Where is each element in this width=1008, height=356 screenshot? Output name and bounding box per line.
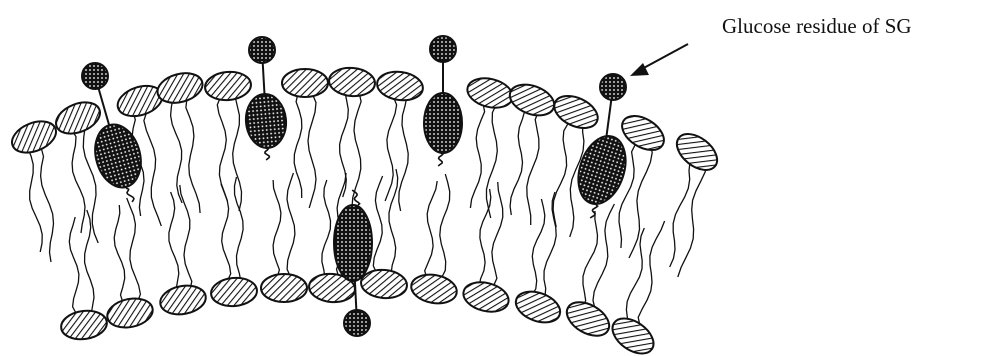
lipid-head: [282, 69, 328, 97]
lipid-tail: [399, 96, 408, 211]
lipid-tail: [340, 92, 349, 197]
glucose-residue: [249, 37, 275, 63]
sterol-tail: [438, 153, 443, 166]
sterol-body: [570, 130, 633, 210]
glucose-residue: [430, 36, 456, 62]
lipid-tail: [553, 122, 569, 227]
lipid-head: [261, 274, 307, 302]
arrow-shaft: [640, 44, 688, 70]
lipid-head: [506, 79, 559, 121]
lipid-tail: [487, 103, 498, 218]
lipid-tail: [440, 174, 450, 279]
lipid-head: [409, 271, 459, 307]
lipid-tail: [678, 162, 706, 277]
lipid-tail: [144, 111, 161, 226]
lipid-tail: [186, 98, 200, 213]
sterol-tail: [590, 205, 597, 218]
lipid-tail: [389, 169, 398, 274]
sterol-body: [244, 92, 289, 149]
lipid-head: [7, 115, 60, 158]
lipid-tail: [352, 92, 361, 207]
lipid-tail: [581, 211, 598, 309]
lipid-head: [59, 308, 108, 342]
lipid-tail: [127, 198, 141, 303]
lipid-tail: [294, 93, 302, 198]
lipid-head: [105, 295, 156, 332]
sterol-body: [424, 93, 462, 153]
annotation-arrow: [630, 44, 688, 76]
lipid-head: [561, 295, 615, 342]
lipid-tail: [287, 173, 295, 278]
sterol-body: [88, 119, 147, 192]
lipid-head: [464, 74, 515, 112]
lipid-tail: [544, 192, 556, 297]
lipid-tail: [322, 180, 331, 278]
arrow-head: [630, 63, 649, 76]
lipid-tail: [527, 110, 539, 225]
lipid-head: [360, 268, 408, 300]
lipid-head: [375, 69, 424, 103]
lipid-head: [460, 278, 511, 316]
lipid-tail: [169, 192, 179, 290]
lipid-tail: [385, 96, 397, 201]
lipid-tail: [373, 176, 382, 274]
lipid-head: [210, 276, 258, 308]
lipid-tail: [273, 180, 281, 278]
lipid-tail: [470, 103, 484, 208]
lipid-tail: [308, 93, 316, 208]
lipid-tail: [217, 96, 227, 201]
glucose-residue-label: Glucose residue of SG: [722, 14, 912, 39]
lipid-tail: [479, 189, 491, 287]
lipid-head: [328, 66, 376, 98]
lipid-tail: [492, 182, 503, 287]
lipid-head: [670, 127, 723, 177]
lipid-tail: [27, 147, 42, 252]
lipid-tail: [41, 147, 54, 262]
lipid-tail: [425, 181, 438, 279]
lipid-tail: [114, 205, 125, 303]
sterol-body: [334, 205, 372, 281]
lipid-tail: [69, 217, 79, 315]
lipid-tail: [221, 184, 231, 282]
lipid-tail: [510, 110, 525, 215]
sterol-tail: [265, 148, 270, 160]
lipid-tail: [670, 162, 690, 267]
lipid-tail: [593, 204, 614, 309]
glucose-residue: [344, 310, 370, 336]
lipid-head: [512, 286, 565, 328]
lipid-tail: [531, 199, 545, 297]
glucose-residue: [600, 74, 626, 100]
lipid-head: [158, 282, 208, 318]
lipid-head: [51, 96, 104, 139]
lipid-head: [606, 311, 660, 356]
lipid-head: [549, 90, 603, 135]
glucose-residue: [82, 63, 108, 89]
lipid-tail: [638, 221, 664, 326]
lipid-head: [204, 70, 252, 102]
